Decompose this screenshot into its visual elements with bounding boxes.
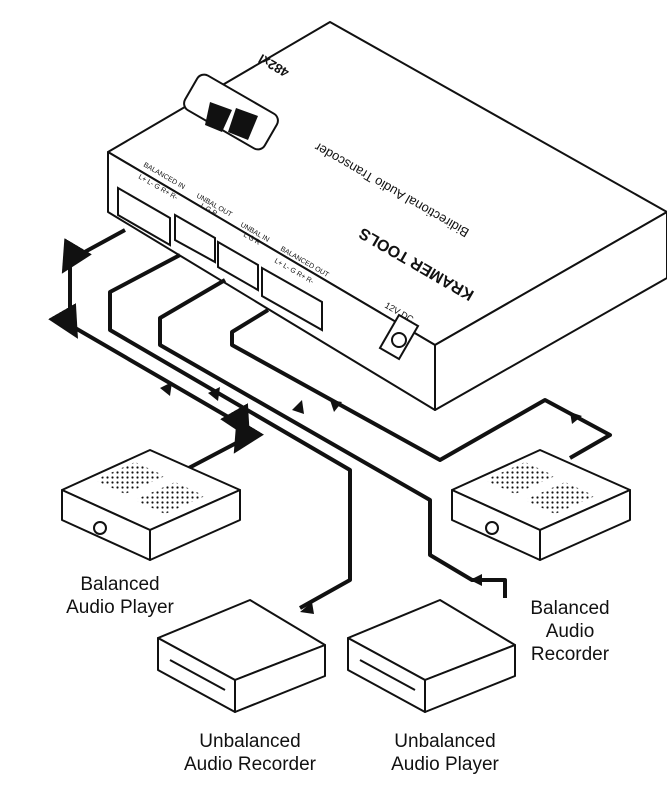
- balanced-audio-recorder-device: [451, 449, 631, 561]
- cables: [48, 228, 612, 610]
- label-line: Audio Player: [391, 754, 499, 775]
- arrow-icon: [470, 574, 482, 586]
- unbalanced-audio-player-device: [347, 599, 516, 713]
- arrow-icon: [160, 382, 172, 396]
- label-line: Balanced: [80, 574, 160, 595]
- cable-unbal-in: [158, 278, 507, 598]
- balanced-audio-player-device: [61, 449, 241, 561]
- arrow-icon: [208, 387, 220, 401]
- arrow-icon: [300, 602, 314, 614]
- unbalanced-audio-recorder-label: Unbalanced Audio Recorder: [170, 730, 330, 776]
- unbalanced-audio-player-label: Unbalanced Audio Player: [370, 730, 520, 776]
- label-line: Unbalanced: [394, 731, 496, 752]
- label-line: Balanced: [530, 598, 610, 619]
- cable-balanced-in: [48, 228, 264, 472]
- label-line: Recorder: [530, 644, 610, 665]
- label-line: Audio: [545, 621, 595, 642]
- cable-balanced-out: [230, 308, 612, 462]
- label-line: Audio Player: [66, 597, 174, 618]
- kramer-logo: [183, 73, 279, 151]
- cable-unbal-out: [108, 253, 352, 610]
- label-line: Unbalanced: [199, 731, 301, 752]
- arrow-icon: [330, 400, 342, 412]
- device-side-face: [434, 211, 667, 411]
- unbalanced-audio-recorder-device: [157, 599, 326, 713]
- label-line: Audio Recorder: [183, 754, 317, 775]
- balanced-audio-player-label: Balanced Audio Player: [45, 573, 195, 619]
- balanced-audio-recorder-label: Balanced Audio Recorder: [505, 597, 635, 666]
- arrow-icon: [570, 412, 582, 424]
- arrow-icon: [292, 400, 304, 414]
- signal-arrows: [160, 382, 582, 614]
